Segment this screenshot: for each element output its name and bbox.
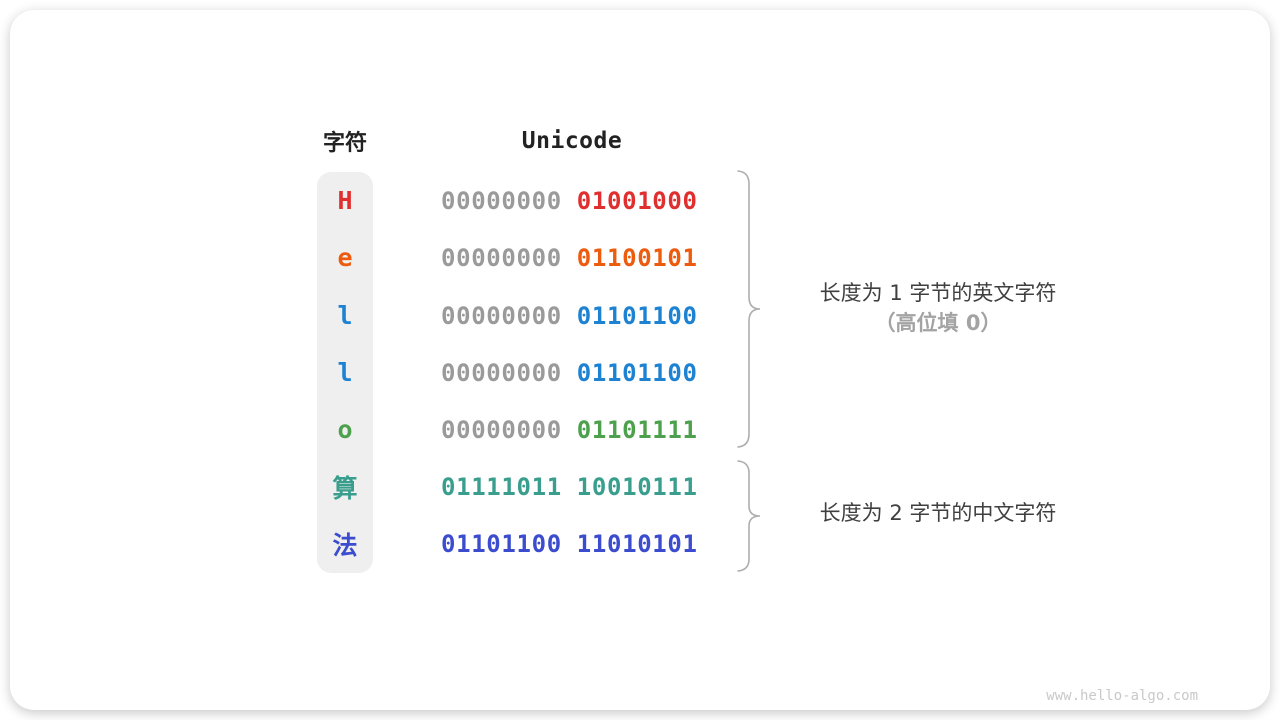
- byte-high: 00000000: [441, 243, 562, 272]
- annotation-two-byte-line1: 长度为 2 字节的中文字符: [819, 501, 1057, 525]
- byte-low: 01001000: [576, 186, 698, 215]
- table-row: e 00000000 01100101: [10, 229, 1270, 286]
- char-cell: 法: [332, 530, 358, 560]
- char-cell: o: [337, 415, 353, 444]
- table-row: 算 01111011 10010111: [10, 458, 1270, 515]
- binary-cell: 00000000 01100101: [441, 229, 761, 286]
- byte-high: 01111011: [441, 472, 562, 501]
- binary-cell: 01111011 10010111: [441, 458, 761, 515]
- watermark-url: www.hello-algo.com: [1046, 688, 1198, 704]
- byte-high: 00000000: [441, 358, 562, 387]
- table-row: H 00000000 01001000: [10, 172, 1270, 229]
- brace-one-byte-group: [734, 170, 762, 448]
- annotation-one-byte: 长度为 1 字节的英文字符 （高位填 0）: [785, 278, 1091, 339]
- byte-low: 01101100: [576, 358, 698, 387]
- binary-cell: 00000000 01101100: [441, 344, 761, 401]
- binary-cell: 00000000 01101111: [441, 401, 761, 458]
- char-column-background: [317, 172, 373, 573]
- annotation-one-byte-line1: 长度为 1 字节的英文字符: [819, 281, 1057, 305]
- char-cell: e: [337, 243, 353, 272]
- byte-low: 11010101: [576, 529, 698, 558]
- byte-high: 01101100: [441, 529, 562, 558]
- byte-low: 01101111: [576, 415, 698, 444]
- brace-two-byte-group: [734, 460, 762, 572]
- unicode-column-header: Unicode: [521, 128, 623, 154]
- byte-low: 01100101: [576, 243, 698, 272]
- binary-cell: 00000000 01101100: [441, 287, 761, 344]
- diagram-card: 字符 Unicode H 00000000 01001000 e 0000000…: [10, 10, 1270, 710]
- byte-high: 00000000: [441, 415, 562, 444]
- table-row: l 00000000 01101100: [10, 287, 1270, 344]
- char-cell: 算: [332, 473, 358, 503]
- char-cell: l: [337, 301, 353, 330]
- char-cell: H: [337, 186, 353, 215]
- byte-low: 01101100: [576, 301, 698, 330]
- char-column-header: 字符: [322, 131, 367, 156]
- table-row: 法 01101100 11010101: [10, 515, 1270, 572]
- char-cell: l: [337, 358, 353, 387]
- table-row: o 00000000 01101111: [10, 401, 1270, 458]
- byte-low: 10010111: [576, 472, 698, 501]
- byte-high: 00000000: [441, 301, 562, 330]
- binary-cell: 00000000 01001000: [441, 172, 761, 229]
- table-row: l 00000000 01101100: [10, 344, 1270, 401]
- annotation-two-byte: 长度为 2 字节的中文字符: [785, 498, 1091, 528]
- annotation-one-byte-line2: （高位填 0）: [874, 311, 1002, 336]
- binary-cell: 01101100 11010101: [441, 515, 761, 572]
- byte-high: 00000000: [441, 186, 562, 215]
